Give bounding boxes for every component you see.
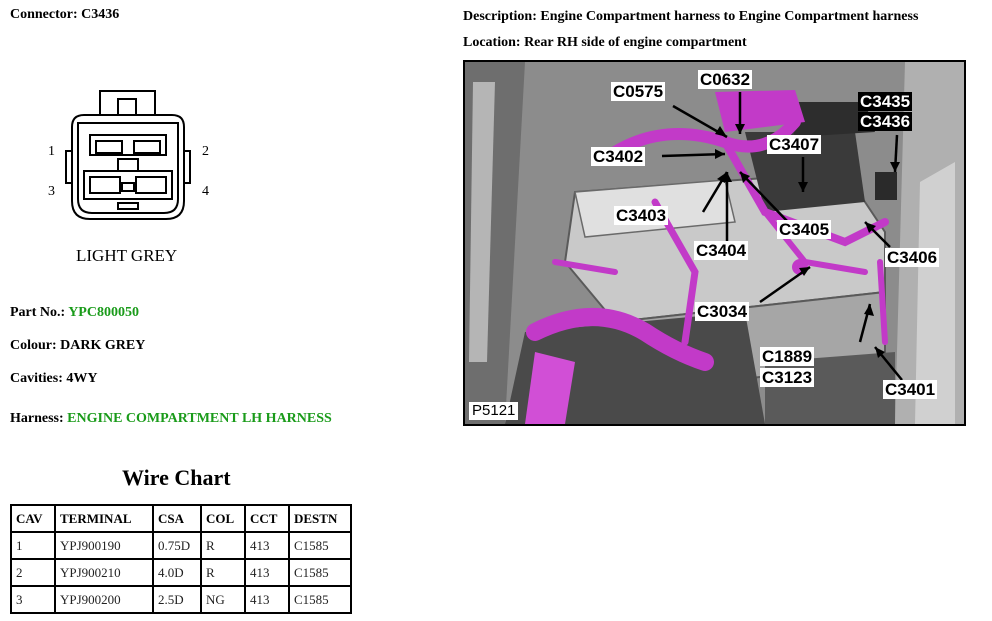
harness-value: ENGINE COMPARTMENT LH HARNESS bbox=[67, 411, 332, 426]
cell: YPJ900200 bbox=[54, 585, 154, 614]
cavities-line: Cavities: 4WY bbox=[10, 371, 98, 387]
cell: 1 bbox=[10, 531, 56, 560]
callout-c3403: C3403 bbox=[614, 206, 669, 225]
colour-line: Colour: DARK GREY bbox=[10, 338, 145, 354]
harness-label: Harness: bbox=[10, 411, 64, 426]
col-header-terminal: TERMINAL bbox=[54, 504, 154, 533]
pin-2-label: 2 bbox=[202, 144, 209, 159]
cell: YPJ900190 bbox=[54, 531, 154, 560]
photo-reference: P5121 bbox=[469, 402, 519, 420]
color-caption: LIGHT GREY bbox=[76, 246, 177, 265]
callout-c3401: C3401 bbox=[883, 380, 938, 399]
harness-line: Harness: ENGINE COMPARTMENT LH HARNESS bbox=[10, 411, 332, 427]
colour-value: DARK GREY bbox=[60, 338, 146, 353]
table-header-row: CAV TERMINAL CSA COL CCT DESTN bbox=[10, 504, 352, 533]
cell: 3 bbox=[10, 585, 56, 614]
col-header-csa: CSA bbox=[152, 504, 202, 533]
part-no-value: YPC800050 bbox=[68, 305, 139, 320]
col-header-destn: DESTN bbox=[288, 504, 352, 533]
location-label: Location: bbox=[463, 35, 521, 50]
cell: 2 bbox=[10, 558, 56, 587]
pin-3-label: 3 bbox=[48, 184, 55, 199]
description-value: Engine Compartment harness to Engine Com… bbox=[540, 9, 919, 24]
connector-face-diagram: 1 2 3 4 LIGHT GREY bbox=[48, 90, 209, 265]
part-no-label: Part No.: bbox=[10, 305, 66, 320]
callout-c3402: C3402 bbox=[591, 147, 646, 166]
callout-c3436: C3436 bbox=[858, 112, 913, 131]
cell: 413 bbox=[244, 531, 290, 560]
callout-c3406: C3406 bbox=[885, 248, 940, 267]
description-line: Description: Engine Compartment harness … bbox=[463, 9, 918, 25]
cell: 413 bbox=[244, 558, 290, 587]
callout-c0575: C0575 bbox=[611, 82, 666, 101]
callout-c3405: C3405 bbox=[777, 220, 832, 239]
pin-1-label: 1 bbox=[48, 144, 55, 159]
cell: NG bbox=[200, 585, 246, 614]
cell: YPJ900210 bbox=[54, 558, 154, 587]
cell: 413 bbox=[244, 585, 290, 614]
cell: C1585 bbox=[288, 585, 352, 614]
location-line: Location: Rear RH side of engine compart… bbox=[463, 35, 747, 51]
cell: 0.75D bbox=[152, 531, 202, 560]
pin-4-label: 4 bbox=[202, 184, 209, 199]
wire-chart-table: CAV TERMINAL CSA COL CCT DESTN 1 YPJ9001… bbox=[10, 504, 352, 614]
cell: 2.5D bbox=[152, 585, 202, 614]
cell: R bbox=[200, 531, 246, 560]
part-no-line: Part No.: YPC800050 bbox=[10, 305, 139, 321]
connector-label: Connector: bbox=[10, 7, 78, 22]
callout-c1889: C1889 bbox=[760, 347, 815, 366]
callout-c3404: C3404 bbox=[694, 241, 749, 260]
callout-c3034: C3034 bbox=[695, 302, 750, 321]
col-header-cct: CCT bbox=[244, 504, 290, 533]
callout-c3435: C3435 bbox=[858, 92, 913, 111]
table-row: 1 YPJ900190 0.75D R 413 C1585 bbox=[10, 531, 352, 560]
location-photo: C0632 C0575 C3402 C3407 C3435 C3436 C340… bbox=[463, 60, 966, 426]
cell: C1585 bbox=[288, 558, 352, 587]
connector-line: Connector: C3436 bbox=[10, 7, 119, 23]
wire-chart-title: Wire Chart bbox=[122, 465, 231, 490]
col-header-cav: CAV bbox=[10, 504, 56, 533]
table-row: 2 YPJ900210 4.0D R 413 C1585 bbox=[10, 558, 352, 587]
cavities-label: Cavities: bbox=[10, 371, 63, 386]
callout-c3407: C3407 bbox=[767, 135, 822, 154]
cavities-value: 4WY bbox=[66, 371, 98, 386]
connector-value: C3436 bbox=[81, 7, 120, 22]
cell: R bbox=[200, 558, 246, 587]
callout-c0632: C0632 bbox=[698, 70, 753, 89]
location-value: Rear RH side of engine compartment bbox=[524, 35, 747, 50]
table-row: 3 YPJ900200 2.5D NG 413 C1585 bbox=[10, 585, 352, 614]
cell: 4.0D bbox=[152, 558, 202, 587]
colour-label: Colour: bbox=[10, 338, 57, 353]
col-header-col: COL bbox=[200, 504, 246, 533]
description-label: Description: bbox=[463, 9, 537, 24]
callout-c3123: C3123 bbox=[760, 368, 815, 387]
cell: C1585 bbox=[288, 531, 352, 560]
